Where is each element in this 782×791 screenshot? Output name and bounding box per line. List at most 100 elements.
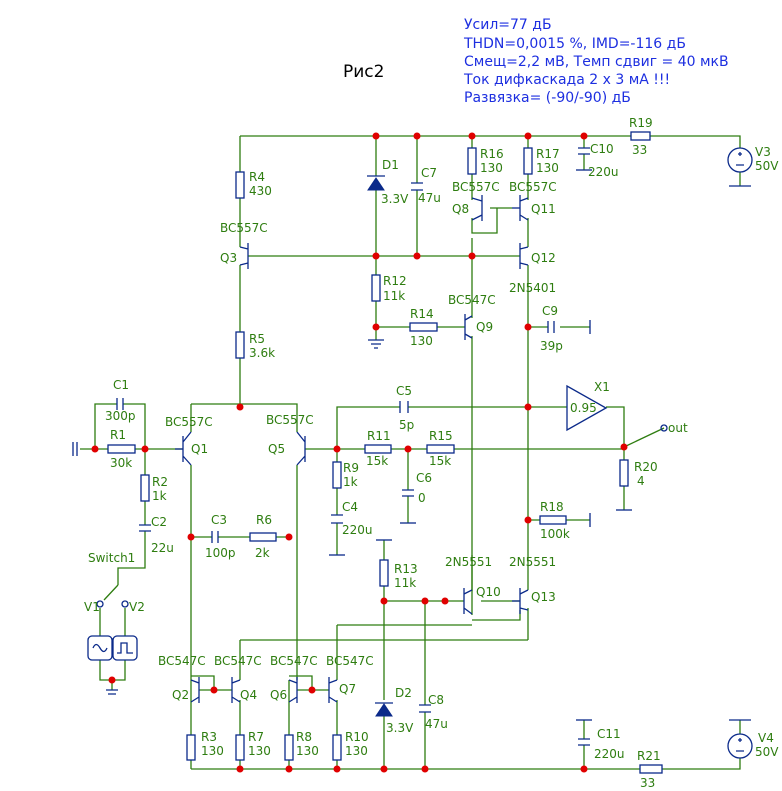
label-q6-name: Q6 bbox=[270, 688, 287, 702]
label-q12-model: 2N5401 bbox=[509, 281, 556, 295]
spec-gain: Усил=77 дБ bbox=[464, 17, 552, 33]
figure-title: Рис2 bbox=[343, 62, 384, 82]
label-q6-model: BC547C bbox=[270, 654, 318, 668]
label-r19-name: R19 bbox=[629, 116, 653, 130]
resistor-r17 bbox=[523, 147, 533, 175]
label-r11-value: 15k bbox=[366, 454, 388, 468]
label-d1-name: D1 bbox=[382, 158, 399, 172]
label-c2-name: C2 bbox=[151, 515, 167, 529]
label-d2-value: 3.3V bbox=[386, 721, 414, 735]
label-q7-model: BC547C bbox=[326, 654, 374, 668]
ground-symbols bbox=[72, 169, 751, 721]
label-r13-name: R13 bbox=[394, 562, 418, 576]
transistor-q2 bbox=[190, 677, 200, 703]
label-switch1: Switch1 bbox=[88, 551, 135, 565]
resistor-r20 bbox=[619, 459, 629, 487]
component-labels: R4 430 R5 3.6k R12 11k R14 130 R16 130 R… bbox=[84, 116, 779, 790]
transistor-q1 bbox=[182, 431, 192, 466]
resistor-r11 bbox=[364, 444, 392, 454]
spec-isolation: Развязка= (-90/-90) дБ bbox=[464, 90, 631, 106]
label-r20-value: 4 bbox=[637, 474, 645, 488]
label-r21-name: R21 bbox=[637, 749, 661, 763]
resistor-r6 bbox=[249, 532, 277, 542]
resistor-r1 bbox=[107, 444, 136, 454]
label-r13-value: 11k bbox=[394, 576, 416, 590]
label-r17-value: 130 bbox=[536, 161, 559, 175]
label-r15-value: 15k bbox=[429, 454, 451, 468]
voltage-source-v4 bbox=[727, 733, 753, 759]
label-q5-model: BC557C bbox=[266, 413, 314, 427]
label-r3-name: R3 bbox=[201, 730, 217, 744]
label-r10-value: 130 bbox=[345, 744, 368, 758]
capacitor-c4 bbox=[331, 514, 343, 524]
capacitor-c5 bbox=[399, 401, 409, 413]
input-terminal bbox=[72, 442, 78, 456]
label-r15-name: R15 bbox=[429, 429, 453, 443]
label-r7-name: R7 bbox=[248, 730, 264, 744]
transistor-q4 bbox=[231, 677, 241, 703]
capacitor-c10 bbox=[578, 147, 590, 155]
label-r5-name: R5 bbox=[249, 332, 265, 346]
label-r14-value: 130 bbox=[410, 334, 433, 348]
label-r4-value: 430 bbox=[249, 184, 272, 198]
label-q7-name: Q7 bbox=[339, 682, 356, 696]
diodes bbox=[367, 175, 393, 717]
label-c3-value: 100p bbox=[205, 546, 236, 560]
junctions bbox=[91, 132, 628, 773]
transistor-q5 bbox=[296, 431, 306, 466]
transistor-q9 bbox=[464, 314, 473, 340]
transistor-q7 bbox=[328, 677, 338, 703]
label-r16-value: 130 bbox=[480, 161, 503, 175]
label-q4-model: BC547C bbox=[214, 654, 262, 668]
spec-current: Ток дифкаскада 2 х 3 мА !!! bbox=[463, 72, 670, 88]
label-r10-name: R10 bbox=[345, 730, 369, 744]
capacitor-c7 bbox=[411, 182, 423, 191]
label-r5-value: 3.6k bbox=[249, 346, 275, 360]
label-q3-model: BC557C bbox=[220, 221, 268, 235]
resistor-r2 bbox=[140, 474, 150, 502]
label-v2-name: V2 bbox=[129, 600, 145, 614]
label-c10-value: 220u bbox=[588, 165, 619, 179]
label-r8-name: R8 bbox=[296, 730, 312, 744]
resistor-r12 bbox=[371, 274, 381, 302]
capacitor-c6 bbox=[402, 489, 414, 497]
diode-d1 bbox=[367, 177, 385, 191]
label-r12-name: R12 bbox=[383, 274, 407, 288]
wires bbox=[80, 135, 741, 770]
label-q8-name: Q8 bbox=[452, 202, 469, 216]
capacitors bbox=[116, 147, 590, 746]
output-terminal bbox=[660, 424, 668, 432]
label-r1-value: 30k bbox=[110, 456, 132, 470]
signal-source-v2 bbox=[112, 635, 138, 661]
label-q1-model: BC557C bbox=[165, 415, 213, 429]
transistor-q13 bbox=[519, 588, 529, 614]
label-v1-name: V1 bbox=[84, 600, 100, 614]
label-c10-name: C10 bbox=[590, 142, 614, 156]
signal-source-v1 bbox=[87, 635, 113, 661]
diode-d2 bbox=[375, 703, 393, 717]
label-c11-value: 220u bbox=[594, 747, 625, 761]
resistor-r5 bbox=[235, 331, 245, 359]
buffer-x1 bbox=[566, 384, 608, 432]
label-c2-value: 22u bbox=[151, 541, 174, 555]
capacitor-c3 bbox=[211, 531, 219, 543]
label-r14-name: R14 bbox=[410, 307, 434, 321]
switch-terminal-a bbox=[96, 600, 104, 608]
label-c4-name: C4 bbox=[342, 500, 358, 514]
label-out: out bbox=[668, 421, 688, 435]
resistor-r3 bbox=[186, 734, 196, 761]
label-v3-value: 50V bbox=[755, 159, 779, 173]
voltage-source-v3 bbox=[727, 147, 753, 173]
resistor-r21 bbox=[639, 764, 663, 774]
resistor-r4 bbox=[235, 171, 245, 199]
label-r7-value: 130 bbox=[248, 744, 271, 758]
label-q10-name: Q10 bbox=[476, 585, 501, 599]
transistor-q3 bbox=[239, 243, 249, 269]
resistor-r15 bbox=[426, 444, 455, 454]
capacitor-c1 bbox=[116, 398, 124, 410]
label-r19-value: 33 bbox=[632, 143, 647, 157]
transistor-q10 bbox=[463, 588, 473, 615]
sources bbox=[87, 147, 753, 759]
